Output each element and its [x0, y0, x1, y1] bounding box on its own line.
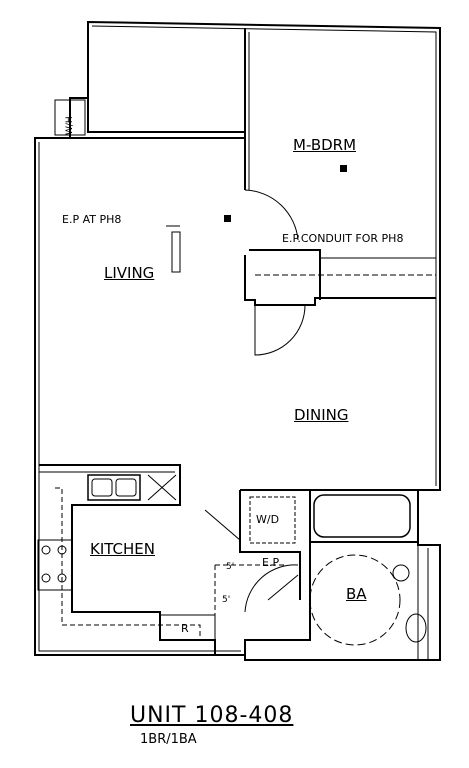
dining-label: DINING — [294, 406, 349, 424]
water-heater-label: W/H — [65, 116, 75, 135]
bathtub — [313, 494, 411, 538]
sink — [87, 474, 141, 501]
stove-icon — [37, 539, 73, 591]
kitchen-label: KITCHEN — [90, 540, 155, 558]
turning-circle — [309, 554, 401, 646]
dimension-label: 5' — [222, 595, 231, 605]
washer-dryer — [249, 496, 296, 544]
closet-door — [254, 304, 306, 356]
outer-wall — [34, 20, 441, 661]
water-heater — [54, 99, 86, 136]
ep-outlet — [166, 225, 181, 273]
ep-note: E.P — [262, 556, 280, 569]
living-label: LIVING — [104, 264, 155, 282]
bedroom-door — [244, 189, 299, 241]
balcony — [87, 22, 246, 133]
refrigerator — [159, 614, 216, 641]
dimension-label: 5' — [226, 562, 235, 572]
bath-label: BA — [346, 585, 367, 603]
washer-dryer-label: W/D — [256, 513, 280, 526]
inner-outline — [91, 25, 437, 486]
unit-title: UNIT 108-408 — [130, 703, 294, 728]
unit-subtitle: 1BR/1BA — [140, 732, 197, 747]
sink-basin — [405, 613, 427, 643]
bath-door — [244, 564, 299, 613]
ep-at-ph8-note: E.P AT PH8 — [62, 213, 122, 226]
toilet-icon — [392, 564, 410, 582]
refrigerator-label: R — [181, 622, 189, 635]
ep-conduit-note: E.P.CONDUIT FOR PH8 — [282, 232, 404, 245]
panel-icon — [224, 215, 231, 222]
laundry-door — [204, 490, 241, 542]
panel-icon-bdrm — [340, 165, 347, 172]
bedroom-label: M-BDRM — [293, 136, 357, 154]
